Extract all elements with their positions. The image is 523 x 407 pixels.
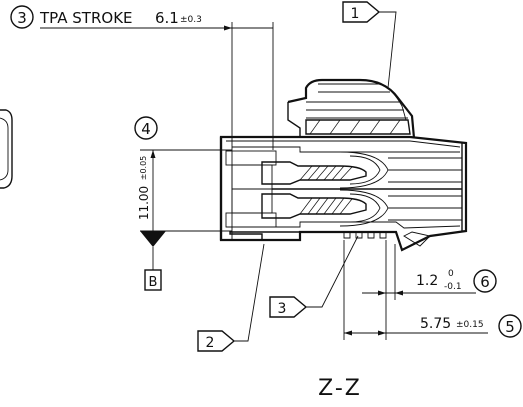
- callout-3-tpa: 3 TPA STROKE 6.1 ±0.3: [10, 5, 274, 240]
- dimension-6: 1.2 0 -0.1 6: [362, 240, 497, 300]
- flag-2-shape: [197, 330, 236, 352]
- cavity-bore-upper-2: [349, 155, 381, 185]
- callout-4: 4: [134, 116, 158, 140]
- flag-3-leader: [306, 235, 359, 308]
- callout-3-flag: 3: [269, 235, 359, 318]
- cavity-bore-lower-2: [349, 193, 381, 223]
- bottom-wall: [226, 221, 461, 229]
- latch-front: [287, 102, 301, 136]
- left-part-outline: [0, 109, 13, 189]
- tpa-stroke-tolerance: ±0.3: [180, 15, 202, 25]
- datum-triangle: [140, 231, 166, 247]
- callout-1-flag: 1: [342, 1, 397, 89]
- dim6-tol-lower: -0.1: [444, 282, 462, 292]
- dim5-arrow-left: [344, 330, 352, 336]
- front-pocket-top: [225, 150, 277, 166]
- datum-label: B: [149, 275, 158, 290]
- flag-3-number: 3: [278, 301, 287, 317]
- dim6-arrow-left: [378, 290, 386, 296]
- flag-2-number: 2: [206, 335, 215, 351]
- latch-hatch-band: [305, 119, 411, 135]
- tpa-stroke-value: 6.1: [155, 9, 179, 27]
- connector-section: [219, 78, 468, 252]
- datum-box: [144, 269, 162, 291]
- callout-circle-6: [473, 269, 497, 293]
- callout-number-6: 6: [480, 273, 490, 291]
- callout-circle-5: [498, 314, 522, 338]
- flag-1-leader: [379, 11, 397, 89]
- tpa-arrow: [224, 25, 232, 31]
- callout-2-flag: 2: [197, 243, 265, 352]
- dim6-arrow-right: [395, 290, 403, 296]
- height-value: 11.00: [137, 186, 151, 220]
- flag-2-leader: [234, 243, 265, 342]
- section-label: Z-Z: [318, 376, 362, 401]
- callout-circle-4: [134, 116, 158, 140]
- left-part-inner: [0, 117, 9, 181]
- dimension-5: 5.75 ±0.15 5: [343, 240, 522, 340]
- front-pocket-bottom: [225, 212, 277, 228]
- callout-number-5: 5: [505, 318, 515, 336]
- top-wall-inner: [232, 146, 460, 153]
- dim5-value: 5.75: [420, 316, 451, 332]
- flag-3-shape: [269, 296, 308, 318]
- latch-top: [287, 78, 416, 139]
- height-tolerance: ±0.05: [139, 156, 148, 181]
- bottom-teeth: [343, 232, 387, 239]
- height-arrow-top: [150, 150, 156, 158]
- dim6-value: 1.2: [416, 273, 438, 289]
- dim5-tolerance: ±0.15: [456, 320, 484, 330]
- latch-inner: [318, 83, 407, 121]
- top-wall: [226, 140, 461, 148]
- flag-1-shape: [342, 1, 381, 23]
- flag-1-number: 1: [351, 6, 360, 22]
- height-dimension: B 11.00 ±0.05: [137, 149, 232, 291]
- partial-left-part: [0, 109, 13, 189]
- tpa-stroke-label: TPA STROKE: [39, 9, 133, 27]
- callout-number-3: 3: [17, 9, 27, 27]
- bottom-tpa: [229, 231, 301, 241]
- callout-circle-3: [10, 5, 34, 29]
- terminal-hatching: [299, 119, 401, 215]
- body-outer: [219, 135, 468, 252]
- dim6-tol-upper: 0: [448, 269, 454, 279]
- dim5-arrow-right: [378, 330, 386, 336]
- rear-lock: [403, 231, 431, 247]
- callout-number-4: 4: [141, 120, 151, 138]
